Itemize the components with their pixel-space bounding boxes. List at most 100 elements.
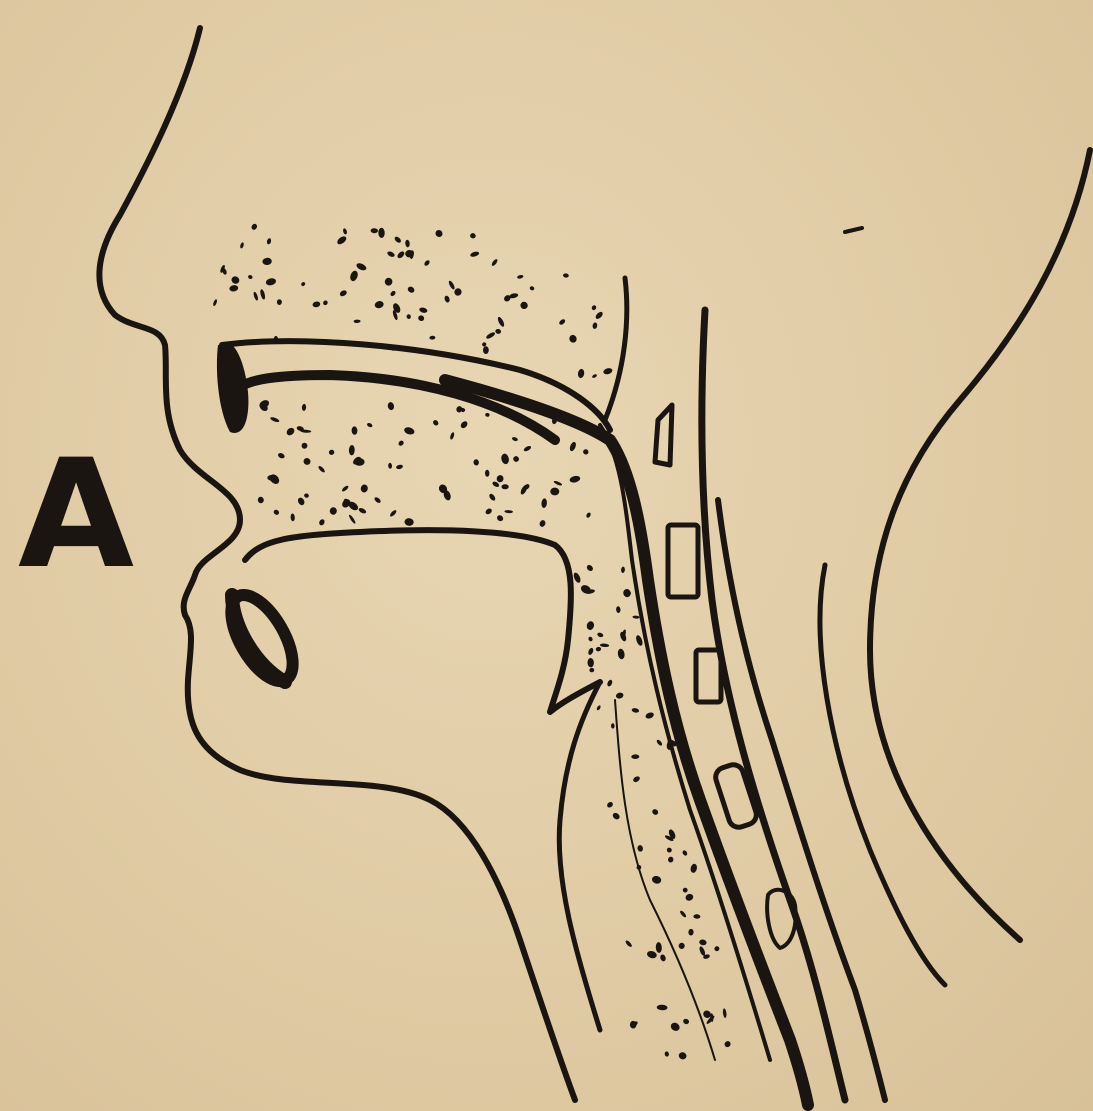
stipple-dot [615,692,624,700]
stipple-dot [384,277,392,285]
stipple-dot [429,336,435,340]
stipple-dot [625,940,633,948]
neck-inner-contour [820,565,945,985]
stipple-dot [679,910,687,918]
airway-tube [445,380,808,1105]
stipple-dot [328,449,335,456]
stipple-dot [496,514,505,522]
stipple-dot [351,426,357,435]
stipple-dot [459,420,468,430]
stipple-dot [389,509,397,517]
lower-incisor [219,585,305,690]
stipple-dot [485,470,490,477]
stipple-dot [297,496,306,506]
stipple-dot [678,1051,687,1060]
stipple-dot [679,943,685,949]
stipple-dot [485,331,496,340]
stipple-dot [587,647,594,656]
stipple-dot [312,301,321,308]
stipple-dot [592,322,598,329]
stipple-dot [496,474,505,483]
stipple-dot [265,277,277,286]
stipple-dot [495,328,502,334]
stipple-dot [396,250,405,259]
stipple-dot [229,285,239,293]
stipple-dot [664,1051,669,1057]
stipple-dot [262,257,272,265]
stipple-dot [656,739,663,747]
stipple-dot [432,419,439,427]
stipple-dot [403,426,415,436]
stipple-dot [259,289,266,300]
stipple-dot [550,488,559,496]
stipple-dot [250,223,258,231]
stipple-dot [603,367,613,375]
stipple-dot [636,864,642,870]
stipple-dot [586,620,595,631]
stipple-dot [682,1018,690,1025]
vertebra-1 [655,405,672,465]
stipple-dot [277,452,285,459]
stipple-dot [657,1005,668,1011]
stipple-dot [553,480,562,486]
stipple-dot [387,402,395,411]
stipple-dot [257,496,264,504]
stipple-dot [485,412,490,417]
stipple-dot [569,475,581,484]
stipple-dot [304,493,310,498]
stipple-dot [611,812,620,821]
stipple-dot [597,632,604,638]
stipple-dot [355,262,367,272]
stipple-dot [270,416,280,423]
stray-mark [845,228,862,232]
stipple-dot [300,281,305,287]
stipple-dot [682,850,689,857]
stipple-dot [666,847,673,854]
stipple-dot [596,705,601,711]
stipple-dot [699,939,707,946]
stipple-dot [517,274,524,279]
stipple-dot [511,436,518,442]
palate-tissue-stipple [257,398,591,527]
vertebra-2 [668,525,698,597]
stipple-dot [568,334,578,344]
stipple-dot [484,507,492,515]
stipple-dot [616,606,621,613]
stipple-dot [563,273,569,278]
stipple-dot [266,238,271,245]
stipple-dot [655,942,662,953]
stipple-dot [448,280,456,290]
stipple-dot [366,422,373,428]
stipple-dot [374,300,385,309]
stipple-dot [606,801,614,809]
stipple-dot [396,464,404,470]
stipple-dot [491,258,499,267]
stipple-dot [449,432,455,440]
tongue-outline [245,530,600,712]
stipple-dot [398,440,405,447]
stipple-dot [253,291,259,301]
stipple-dot [212,299,217,307]
stipple-dot [389,290,396,297]
stipple-dot [455,405,463,413]
stipple-dot [523,445,532,452]
stipple-dot [419,307,428,314]
stipple-dot [558,318,566,326]
stipple-dot [586,564,594,572]
upper-incisor [217,345,249,433]
stipple-dot [322,300,328,307]
stipple-dot [669,1021,681,1033]
stipple-dot [713,945,720,952]
stipple-dot [722,1008,727,1018]
face-profile-lower [185,615,575,1100]
stipple-dot [434,229,444,239]
stipple-dot [348,514,356,524]
vertebra-5 [767,890,796,948]
neck-back-contour [870,150,1090,940]
stipple-dot [373,496,381,504]
stipple-dot [589,668,594,673]
stipple-dot [723,1040,731,1048]
stipple-dot [582,448,589,455]
